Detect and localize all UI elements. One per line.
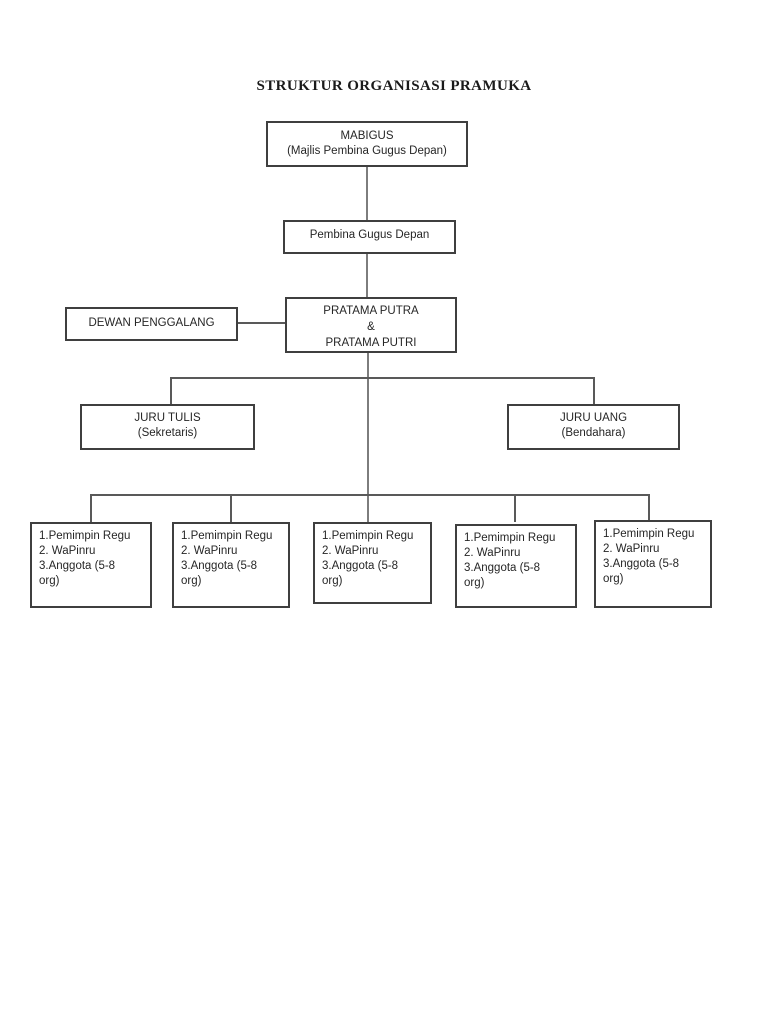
node-squad-1: 1.Pemimpin Regu 2. WaPinru 3.Anggota (5-…: [30, 522, 152, 608]
page-title: STRUKTUR ORGANISASI PRAMUKA: [256, 78, 532, 94]
node-juru-tulis-line2: (Sekretaris): [137, 427, 198, 439]
squad-line: 1.Pemimpin Regu: [603, 528, 695, 540]
connector-juru-rail: [170, 377, 595, 379]
connector-drop-juru-uang: [593, 377, 595, 404]
node-pratama: PRATAMA PUTRA & PRATAMA PUTRI: [285, 297, 457, 353]
node-pratama-line3: PRATAMA PUTRI: [325, 337, 417, 349]
node-pratama-line1: PRATAMA PUTRA: [323, 305, 419, 317]
node-juru-uang: JURU UANG (Bendahara): [507, 404, 680, 450]
node-mabigus-line2: (Majlis Pembina Gugus Depan): [287, 145, 447, 157]
connector-drop-squad-1: [90, 494, 92, 522]
node-squad-3: 1.Pemimpin Regu 2. WaPinru 3.Anggota (5-…: [313, 522, 432, 604]
squad-line: 1.Pemimpin Regu: [464, 532, 556, 544]
connector-mabigus-pembina: [366, 167, 368, 220]
squad-line: 1.Pemimpin Regu: [322, 530, 414, 542]
connector-pembina-pratama: [366, 254, 368, 297]
connector-drop-squad-4: [514, 494, 516, 522]
squad-line: 1.Pemimpin Regu: [181, 530, 273, 542]
node-pembina-line1: Pembina Gugus Depan: [309, 229, 430, 241]
node-juru-uang-line1: JURU UANG: [559, 412, 628, 424]
squad-line: org): [464, 577, 485, 589]
node-squad-5: 1.Pemimpin Regu 2. WaPinru 3.Anggota (5-…: [594, 520, 712, 608]
squad-line: org): [322, 575, 343, 587]
node-mabigus-line1: MABIGUS: [340, 130, 394, 142]
node-squad-2: 1.Pemimpin Regu 2. WaPinru 3.Anggota (5-…: [172, 522, 290, 608]
squad-line: 3.Anggota (5-8: [322, 560, 399, 572]
squad-line: 3.Anggota (5-8: [464, 562, 541, 574]
connector-pratama-center-drop: [367, 353, 369, 522]
squad-line: 2. WaPinru: [181, 545, 238, 557]
squad-line: org): [603, 573, 624, 585]
squad-line: 3.Anggota (5-8: [603, 558, 680, 570]
connector-drop-squad-5: [648, 494, 650, 522]
squad-line: 2. WaPinru: [464, 547, 521, 559]
node-mabigus: MABIGUS (Majlis Pembina Gugus Depan): [266, 121, 468, 167]
squad-line: 3.Anggota (5-8: [181, 560, 258, 572]
squad-line: 1.Pemimpin Regu: [39, 530, 131, 542]
node-squad-4: 1.Pemimpin Regu 2. WaPinru 3.Anggota (5-…: [455, 524, 577, 608]
squad-line: 2. WaPinru: [322, 545, 379, 557]
node-pembina: Pembina Gugus Depan: [283, 220, 456, 254]
node-juru-tulis: JURU TULIS (Sekretaris): [80, 404, 255, 450]
connector-drop-squad-2: [230, 494, 232, 522]
node-dewan-line1: DEWAN PENGGALANG: [88, 317, 215, 329]
squad-line: 2. WaPinru: [39, 545, 96, 557]
connector-dewan-pratama: [238, 322, 285, 324]
node-juru-uang-line2: (Bendahara): [561, 427, 626, 439]
connector-squads-rail: [90, 494, 650, 496]
node-pratama-line2: &: [367, 321, 375, 333]
squad-line: org): [181, 575, 202, 587]
connector-drop-juru-tulis: [170, 377, 172, 404]
node-dewan-penggalang: DEWAN PENGGALANG: [65, 307, 238, 341]
squad-line: org): [39, 575, 60, 587]
squad-line: 2. WaPinru: [603, 543, 660, 555]
squad-line: 3.Anggota (5-8: [39, 560, 116, 572]
node-juru-tulis-line1: JURU TULIS: [134, 412, 201, 424]
